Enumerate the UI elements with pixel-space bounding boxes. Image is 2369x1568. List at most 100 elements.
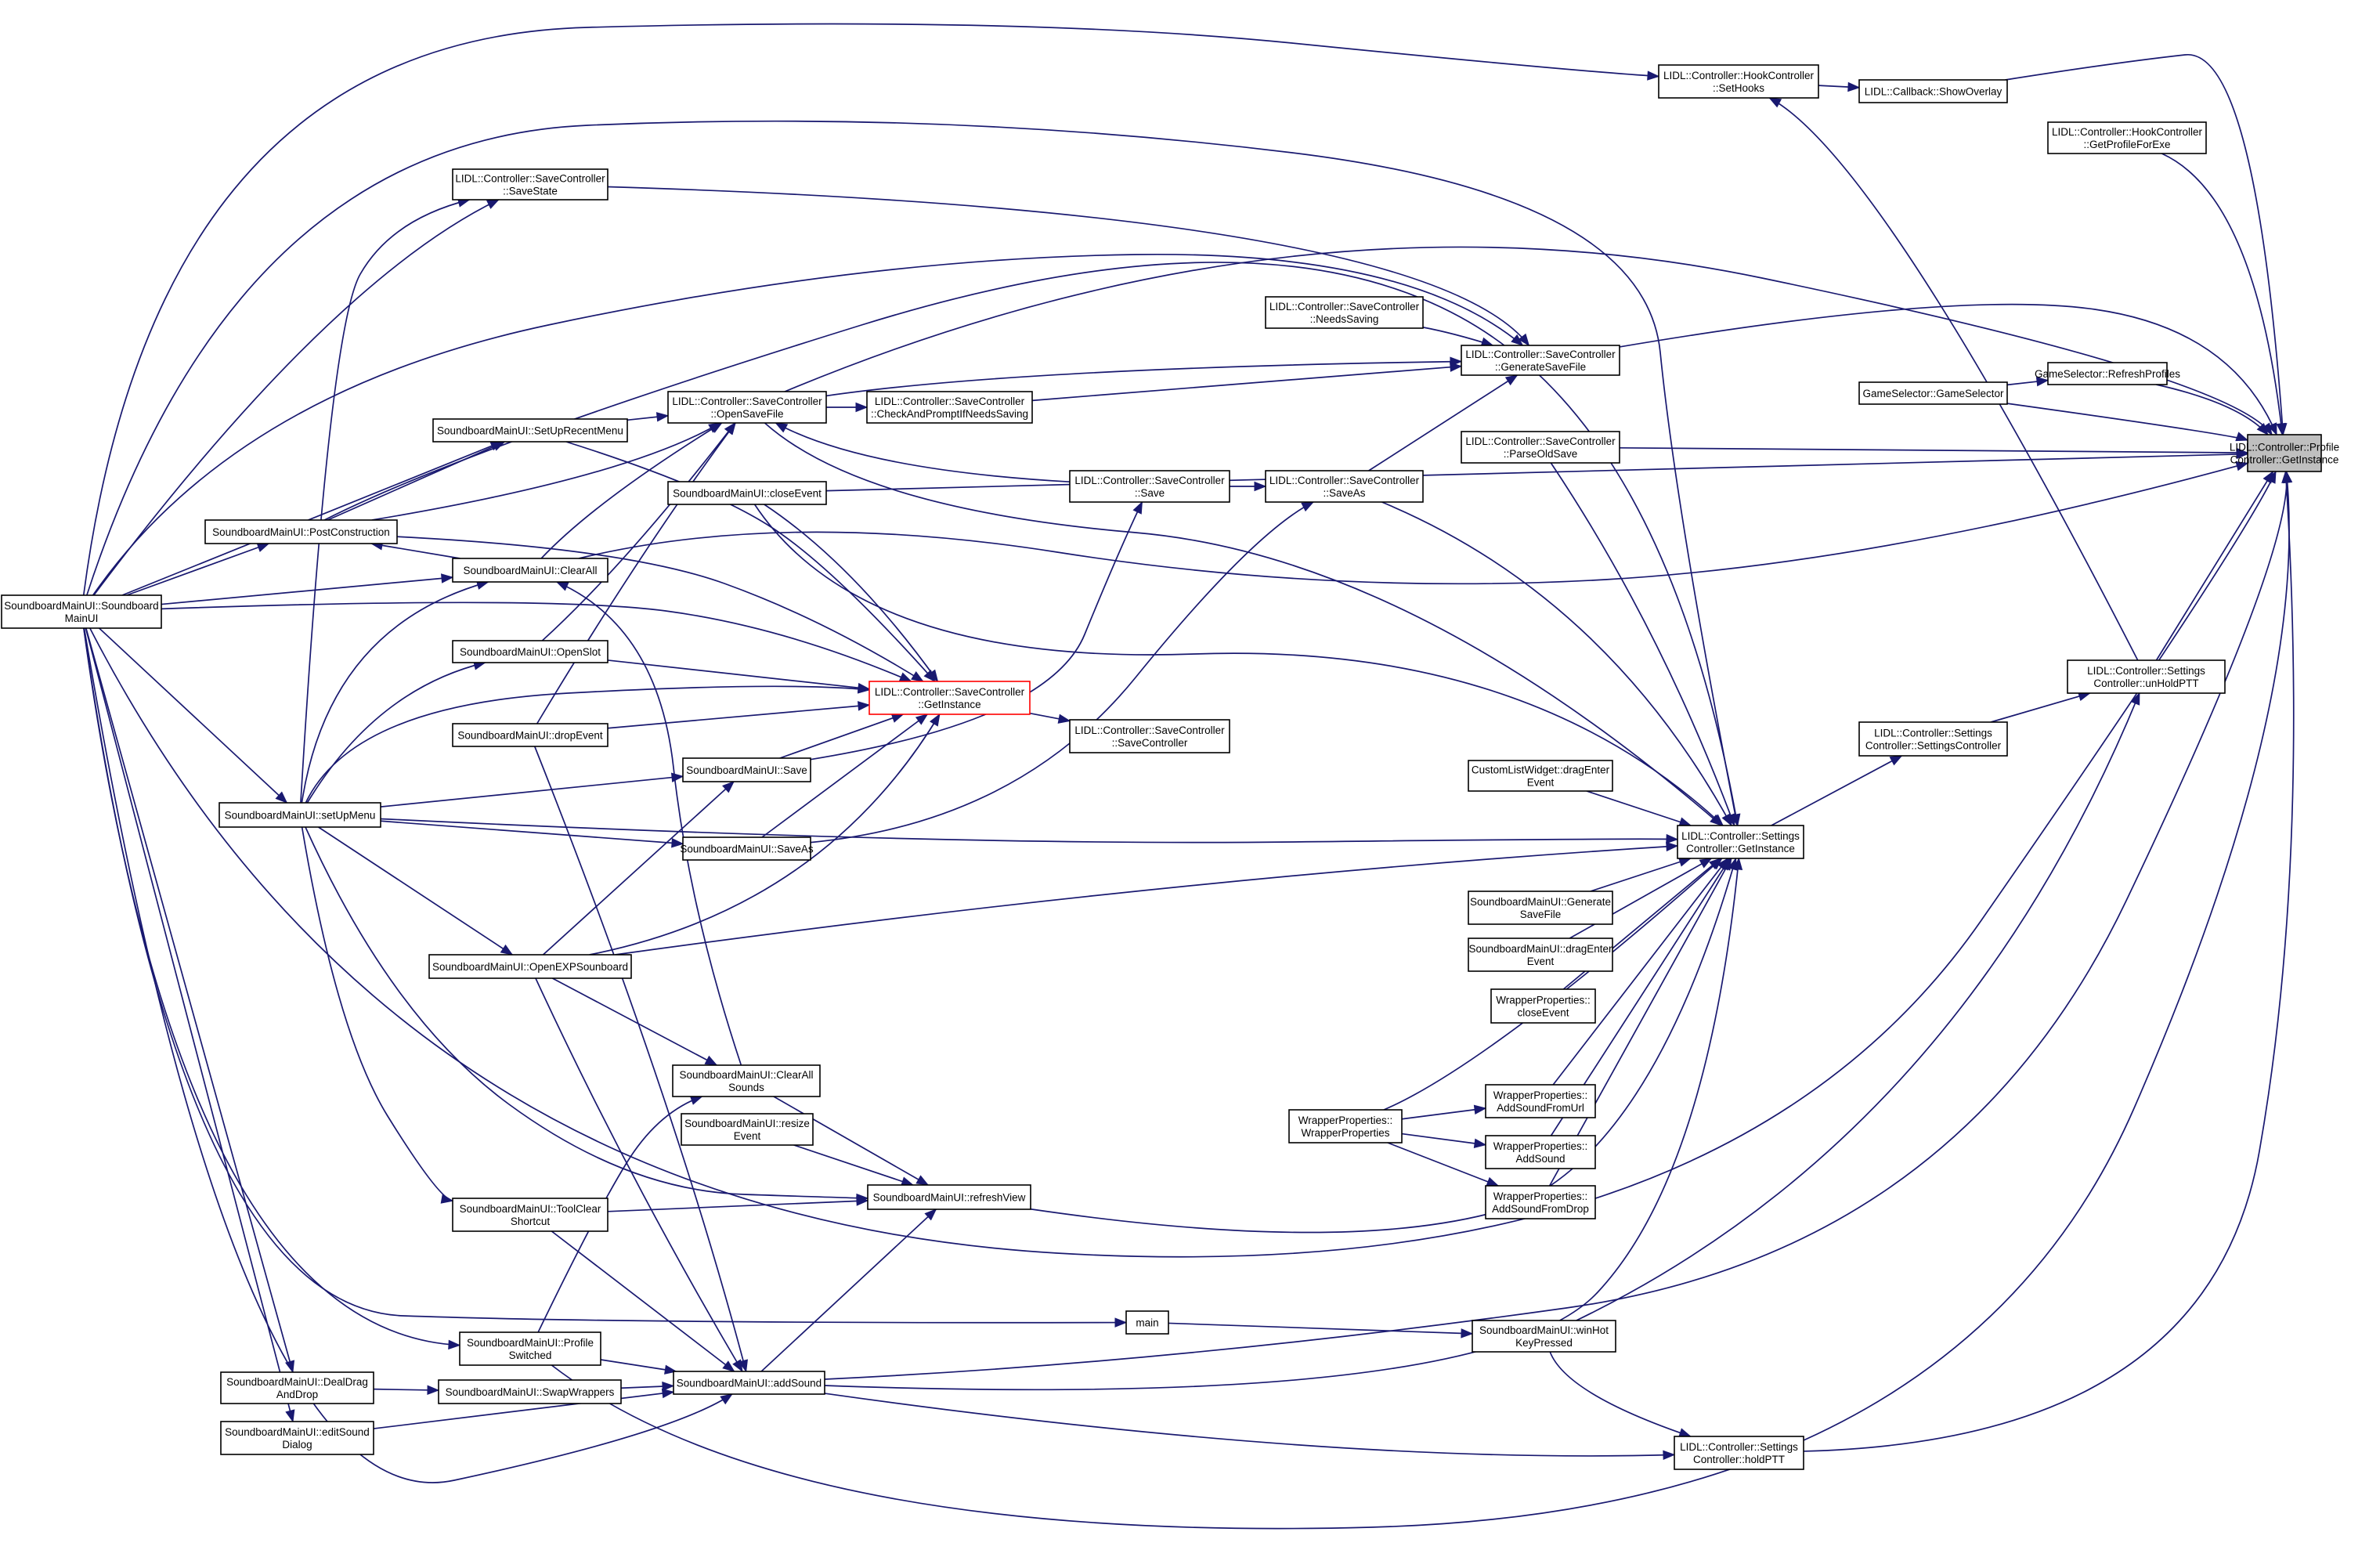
node-box	[459, 1331, 601, 1366]
arrowhead-icon	[1461, 1328, 1474, 1339]
node-label: ::NeedsSaving	[1310, 313, 1379, 325]
node-n35[interactable]: WrapperProperties::AddSoundFromUrl	[1485, 1084, 1596, 1118]
node-n11[interactable]: SoundboardMainUI::SetUpRecentMenu	[432, 418, 628, 443]
node-n23[interactable]: LIDL::Controller::SaveController::SaveCo…	[1069, 719, 1230, 753]
node-n12[interactable]: LIDL::Controller::SaveController::ParseO…	[1461, 431, 1620, 464]
node-n19[interactable]: SoundboardMainUI::OpenSlot	[452, 640, 609, 663]
node-label: KeyPressed	[1515, 1337, 1573, 1349]
node-n7[interactable]: GameSelector::RefreshProfiles	[2035, 362, 2180, 385]
edge-line	[1368, 374, 1518, 471]
arrowhead-icon	[890, 713, 905, 723]
arrowhead-icon	[924, 1209, 937, 1221]
arrowhead-icon	[915, 1175, 930, 1186]
node-box	[1461, 345, 1620, 376]
arrowhead-icon	[1721, 857, 1732, 871]
node-n1[interactable]: LIDL::Controller::HookController::SetHoo…	[1658, 64, 1819, 99]
node-n30[interactable]: SoundboardMainUI::GenerateSaveFile	[1468, 891, 1613, 925]
node-n29[interactable]: LIDL::Controller::SettingsController::Ge…	[1677, 825, 1804, 859]
node-n21[interactable]: LIDL::Controller::SettingsController::un…	[2067, 659, 2226, 694]
node-n16[interactable]: SoundboardMainUI::PostConstruction	[204, 519, 398, 544]
node-n22[interactable]: SoundboardMainUI::dropEvent	[452, 723, 609, 747]
node-box	[452, 723, 609, 747]
node-label: closeEvent	[1517, 1007, 1569, 1019]
node-n6[interactable]: LIDL::Controller::SaveController::Genera…	[1461, 345, 1620, 376]
node-n39[interactable]: SoundboardMainUI::refreshView	[867, 1184, 1031, 1210]
node-n17[interactable]: SoundboardMainUI::ClearAll	[452, 558, 609, 583]
node-n40[interactable]: WrapperProperties::AddSoundFromDrop	[1485, 1185, 1596, 1219]
node-label: SoundboardMainUI::Soundboard	[4, 600, 158, 612]
node-n18[interactable]: SoundboardMainUI::SoundboardMainUI	[1, 594, 162, 629]
node-label: WrapperProperties::	[1493, 1089, 1588, 1101]
node-n25[interactable]: SoundboardMainUI::Save	[682, 757, 811, 782]
node-n9[interactable]: LIDL::Controller::SaveController::OpenSa…	[667, 391, 827, 424]
node-n10[interactable]: LIDL::Controller::SaveController::CheckA…	[866, 391, 1033, 424]
node-n3[interactable]: LIDL::Controller::HookController::GetPro…	[2047, 121, 2207, 154]
edge-line	[1576, 692, 2140, 1321]
node-n2[interactable]: LIDL::Callback::ShowOverlay	[1858, 79, 2008, 103]
edge-line	[1590, 858, 1691, 892]
edge-n13-to-n29	[753, 504, 1724, 826]
edge-n18-to-n0	[89, 470, 2277, 1258]
edge-n21-to-n1	[1768, 97, 2139, 661]
node-box	[667, 481, 827, 505]
arrowhead-icon	[1699, 858, 1713, 869]
node-n33[interactable]: WrapperProperties::closeEvent	[1490, 988, 1596, 1024]
edge-n47-to-n0	[824, 470, 2293, 1380]
arrowhead-icon	[662, 1381, 675, 1392]
node-n36[interactable]: WrapperProperties::WrapperProperties	[1288, 1109, 1403, 1143]
node-label: Shortcut	[511, 1216, 551, 1227]
edge-n9-to-n10	[826, 402, 869, 413]
node-n13[interactable]: SoundboardMainUI::closeEvent	[667, 481, 827, 505]
edge-line	[1383, 858, 1723, 1111]
arrowhead-icon	[1518, 333, 1530, 347]
node-label: GameSelector::GameSelector	[1862, 388, 2004, 399]
edge-n17-to-n0	[578, 461, 2249, 585]
node-label: AndDrop	[276, 1389, 318, 1400]
node-label: SoundboardMainUI::OpenEXPSounboard	[432, 961, 628, 973]
node-n42[interactable]: main	[1125, 1310, 1169, 1335]
node-label: main	[1136, 1317, 1158, 1329]
node-n14[interactable]: LIDL::Controller::SaveController::Save	[1069, 470, 1230, 503]
edge-n29-to-n24	[1771, 755, 1903, 826]
node-n38[interactable]: WrapperProperties::AddSound	[1485, 1135, 1596, 1169]
node-n49[interactable]: LIDL::Controller::SettingsController::ho…	[1674, 1436, 1804, 1470]
edge-n31-to-n20	[589, 713, 941, 956]
edge-line	[1803, 471, 2295, 1452]
arrowhead-icon	[722, 1360, 735, 1372]
arrowhead-icon	[1114, 1317, 1128, 1328]
node-n8[interactable]: GameSelector::GameSelector	[1858, 381, 2008, 405]
edge-line	[810, 501, 1143, 761]
node-n4[interactable]: LIDL::Controller::SaveController::SaveSt…	[452, 168, 609, 201]
node-n46[interactable]: SoundboardMainUI::SwapWrappers	[438, 1379, 622, 1404]
node-n5[interactable]: LIDL::Controller::SaveController::NeedsS…	[1265, 296, 1424, 329]
node-n27[interactable]: SoundboardMainUI::setUpMenu	[218, 802, 381, 828]
edge-line	[565, 441, 936, 682]
node-n24[interactable]: LIDL::Controller::SettingsController::Se…	[1858, 721, 2008, 757]
node-n0[interactable]: LIDL::Controller::ProfileController::Get…	[2230, 434, 2339, 472]
node-n28[interactable]: SoundboardMainUI::SaveAs	[680, 836, 814, 861]
arrowhead-icon	[1663, 1450, 1676, 1461]
edge-line	[540, 422, 723, 559]
node-box	[682, 757, 811, 782]
node-n15[interactable]: LIDL::Controller::SaveController::SaveAs	[1265, 470, 1424, 503]
node-n20[interactable]: LIDL::Controller::SaveController::GetIns…	[869, 681, 1031, 715]
arrowhead-icon	[2281, 470, 2291, 483]
node-n47[interactable]: SoundboardMainUI::addSound	[673, 1371, 825, 1395]
node-box	[1125, 1310, 1169, 1335]
edge-n8-to-n7	[2006, 376, 2049, 387]
nodes-layer: LIDL::Controller::ProfileController::Get…	[1, 64, 2339, 1470]
node-n31[interactable]: SoundboardMainUI::OpenEXPSounboard	[428, 954, 632, 979]
edge-n1-to-n2	[1818, 81, 1861, 92]
edge-line	[1569, 858, 1712, 939]
node-box	[220, 1371, 374, 1404]
node-box	[1858, 721, 2008, 757]
